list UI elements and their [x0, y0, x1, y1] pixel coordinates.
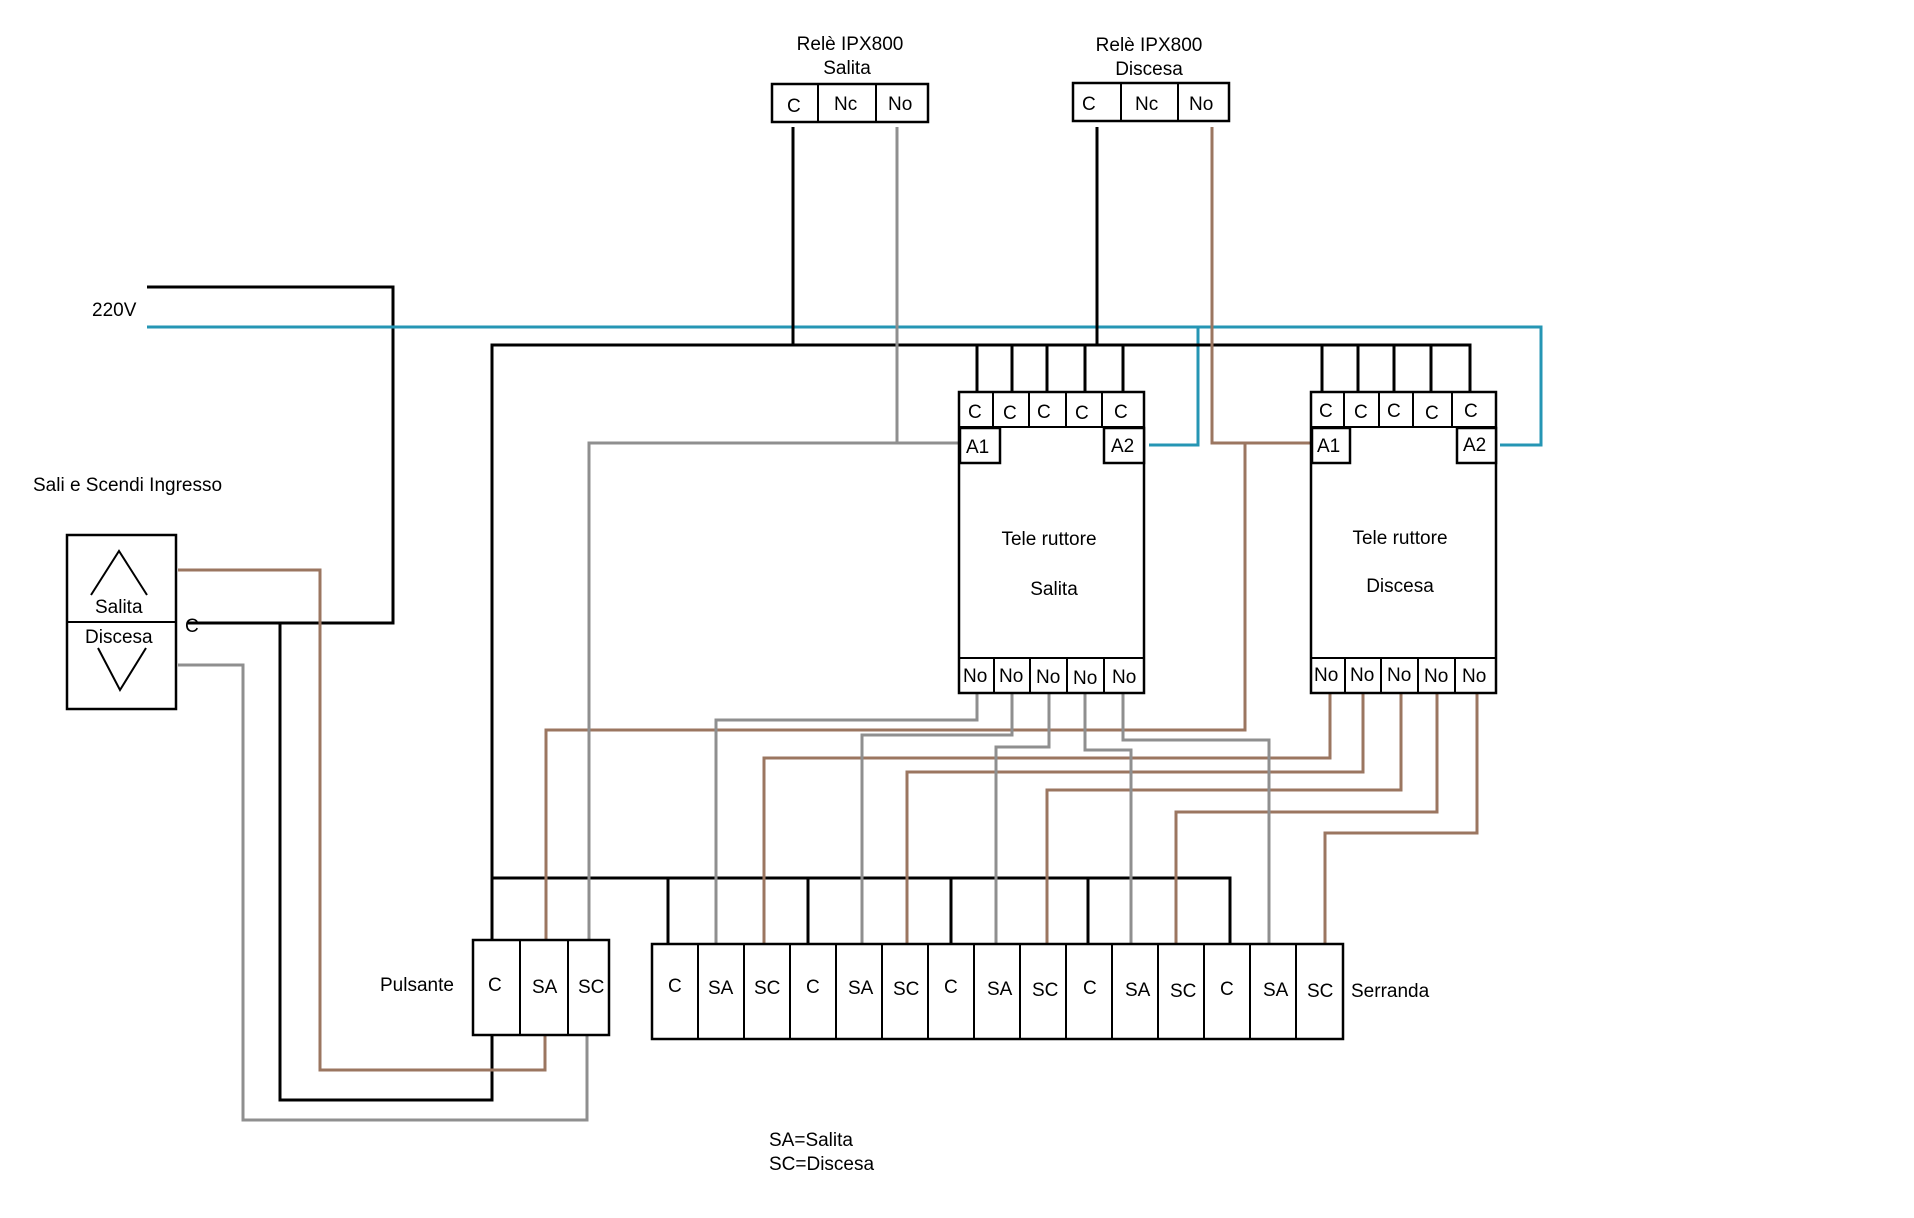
contactor-function: Discesa: [1366, 576, 1434, 597]
coil-a2-terminal: [1102, 426, 1146, 465]
serranda-terminal-sc: SC: [754, 978, 780, 999]
switch-label-up: Salita: [95, 597, 143, 618]
pulsante-label: Pulsante: [380, 975, 454, 996]
contactor-terminal-no: No: [963, 666, 987, 687]
contactor-terminal-c: C: [1003, 403, 1017, 424]
contactor-terminal-no: No: [1387, 665, 1411, 686]
serranda-terminal-sa: SA: [1125, 980, 1151, 1001]
contactor-terminal-no: No: [1314, 665, 1338, 686]
wire-phase-bus: [490, 127, 1472, 940]
wire-neutral: [147, 325, 1543, 447]
relay-title: Relè IPX800: [1096, 35, 1203, 56]
relay-ipx800-discesa: Relè IPX800 Discesa C Nc No: [1071, 35, 1231, 123]
coil-a2-label: A2: [1111, 436, 1134, 457]
contactor-terminal-no: No: [1073, 668, 1097, 689]
serranda-terminal-c: C: [1220, 979, 1234, 1000]
switch-label-down: Discesa: [85, 627, 153, 648]
relay-subtitle: Salita: [823, 58, 871, 79]
coil-a1-label: A1: [966, 437, 989, 458]
pulsante-terminal-block: [471, 938, 611, 1037]
relay-terminal-nc: Nc: [1135, 94, 1158, 115]
serranda-terminal-c: C: [668, 976, 682, 997]
legend-sa: SA=Salita: [769, 1130, 853, 1151]
relay-terminal-no: No: [888, 94, 912, 115]
contactor-terminal-c: C: [1075, 403, 1089, 424]
contactor-terminal-c: C: [1354, 402, 1368, 423]
serranda-label: Serranda: [1351, 981, 1430, 1002]
serranda-terminal-sa: SA: [708, 978, 734, 999]
relay-subtitle: Discesa: [1115, 59, 1183, 80]
serranda-terminal-sc: SC: [893, 979, 919, 1000]
pulsante: Pulsante C SA SC: [380, 938, 611, 1037]
wire-discesa-relay: [587, 127, 960, 940]
switch-common-label: C: [185, 616, 199, 637]
relay-terminal-no: No: [1189, 94, 1213, 115]
wire-salita-outputs: [762, 693, 1479, 944]
legend-sc: SC=Discesa: [769, 1154, 874, 1175]
coil-a1-terminal: [1310, 426, 1352, 465]
wires: [147, 127, 1543, 1122]
wire-220v-phase: [147, 285, 494, 1102]
contactor-terminal-no: No: [1462, 666, 1486, 687]
contactor-discesa: C C C C C A1 A2 Tele ruttore Discesa No …: [1309, 390, 1498, 695]
pulsante-terminal-sa: SA: [532, 977, 558, 998]
contactor-terminal-c: C: [1387, 401, 1401, 422]
coil-a1-terminal: [958, 426, 1002, 465]
contactor-function: Salita: [1030, 579, 1078, 600]
serranda: C SA SC C SA SC C SA SC C SA SC C SA SC …: [650, 942, 1430, 1041]
contactor-terminal-no: No: [1036, 667, 1060, 688]
pulsante-terminal-c: C: [488, 975, 502, 996]
contactor-terminal-c: C: [1114, 402, 1128, 423]
coil-a1-label: A1: [1317, 436, 1340, 457]
serranda-terminal-sc: SC: [1307, 981, 1333, 1002]
arrow-down-icon: [97, 647, 147, 693]
wire-discesa-coil: [544, 443, 1247, 940]
serranda-terminal-c: C: [806, 977, 820, 998]
serranda-terminal-c: C: [944, 977, 958, 998]
serranda-terminal-c: C: [1083, 978, 1097, 999]
relay-ipx800-salita: Relè IPX800 Salita C Nc No: [770, 34, 930, 124]
contactor-name: Tele ruttore: [1352, 528, 1447, 549]
contactor-salita: C C C C C A1 A2 Tele ruttore Salita No N…: [957, 390, 1146, 695]
label-220v: 220V: [92, 300, 137, 321]
pulsante-terminal-sc: SC: [578, 977, 604, 998]
contactor-terminal-no: No: [1424, 666, 1448, 687]
contactor-terminal-no: No: [1350, 665, 1374, 686]
wire-salita-switch: [178, 568, 547, 1072]
switch-sali-scendi: Sali e Scendi Ingresso Salita Discesa C: [33, 475, 222, 711]
serranda-terminal-sc: SC: [1170, 981, 1196, 1002]
contactor-terminal-no: No: [999, 666, 1023, 687]
wire-discesa-outputs: [714, 693, 1271, 944]
relay-terminal-c: C: [1082, 94, 1096, 115]
wire-serranda-common-bus: [492, 876, 1232, 944]
serranda-terminal-sa: SA: [848, 978, 874, 999]
contactor-terminal-c: C: [968, 402, 982, 423]
wire-discesa-switch: [178, 663, 589, 1122]
serranda-terminal-sc: SC: [1032, 980, 1058, 1001]
relay-terminal-c: C: [787, 96, 801, 117]
contactor-terminal-c: C: [1037, 402, 1051, 423]
arrow-up-icon: [90, 549, 148, 596]
contactor-terminal-c: C: [1464, 401, 1478, 422]
coil-a2-label: A2: [1463, 435, 1486, 456]
coil-a2-terminal: [1455, 426, 1498, 465]
serranda-terminal-sa: SA: [1263, 980, 1289, 1001]
relay-title: Relè IPX800: [797, 34, 904, 55]
switch-title: Sali e Scendi Ingresso: [33, 475, 222, 496]
contactor-terminal-c: C: [1425, 403, 1439, 424]
relay-terminal-block: [1071, 81, 1231, 123]
relay-terminal-block: [770, 82, 930, 124]
serranda-terminal-sa: SA: [987, 979, 1013, 1000]
wire-salita-relay: [1210, 127, 1312, 445]
contactor-name: Tele ruttore: [1001, 529, 1096, 550]
serranda-terminal-block: [650, 942, 1345, 1041]
relay-terminal-nc: Nc: [834, 94, 857, 115]
contactor-terminal-c: C: [1319, 401, 1333, 422]
contactor-terminal-no: No: [1112, 667, 1136, 688]
legend: SA=Salita SC=Discesa: [769, 1130, 874, 1175]
